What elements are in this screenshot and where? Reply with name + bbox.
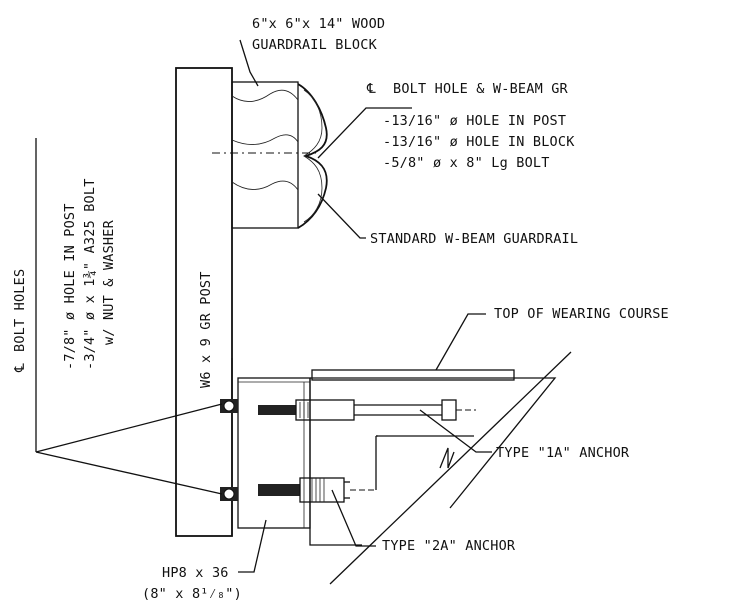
label-nut-washer: w/ NUT & WASHER [101, 219, 117, 345]
leader-cl-bolt-hole [317, 107, 412, 159]
section-cut-line [329, 351, 572, 585]
leader-w-beam [317, 193, 366, 239]
label-hole-in-post: -13/16" ø HOLE IN POST [383, 113, 566, 129]
wood-guardrail-block [231, 81, 299, 229]
label-type-1a-anchor: TYPE "1A" ANCHOR [496, 445, 630, 461]
w-beam-guardrail [297, 83, 328, 229]
label-hp8-line2: (8" x 8¹⁄₈") [142, 586, 242, 602]
label-hp8-line1: HP8 x 36 [162, 565, 229, 581]
label-cl-bolt-hole: BOLT HOLE & W-BEAM GR [393, 81, 569, 97]
leader-wood-block [239, 39, 259, 87]
gr-post [175, 67, 233, 537]
leader-hp8 [238, 519, 267, 573]
label-wearing-course: TOP OF WEARING COURSE [494, 306, 669, 322]
label-cl-bolt-holes: BOLT HOLES [12, 269, 28, 352]
leader-type-1a [419, 409, 492, 453]
label-wood-block-line1: 6"x 6"x 14" WOOD [252, 16, 385, 32]
wearing-course [311, 369, 515, 381]
label-a325-bolt: -3/4" ø x 1¾" A325 BOLT [82, 178, 98, 370]
leader-wearing-course [435, 313, 486, 371]
deck-slab [309, 377, 557, 546]
type-2a-anchor-assembly [258, 477, 376, 503]
label-bolt: -5/8" ø x 8" Lg BOLT [383, 155, 550, 171]
label-standard-w-beam: STANDARD W-BEAM GUARDRAIL [370, 231, 578, 247]
leader-cl-bolt-holes-lower [35, 451, 223, 495]
post-bolt-lower [220, 487, 238, 501]
label-hole-in-post-left: -7/8" ø HOLE IN POST [62, 203, 78, 370]
label-type-2a-anchor: TYPE "2A" ANCHOR [382, 538, 516, 554]
label-cl-symbol-1: ℄ [366, 81, 376, 97]
leader-cl-bolt-holes-upper [35, 403, 223, 453]
type-1a-anchor-assembly [258, 399, 476, 421]
label-cl-symbol-2: ℄ [12, 363, 28, 373]
leader-type-2a [331, 489, 376, 547]
label-hole-in-block: -13/16" ø HOLE IN BLOCK [383, 134, 575, 150]
post-bolt-upper [220, 399, 238, 413]
label-post-name: W6 x 9 GR POST [198, 271, 214, 388]
label-wood-block-line2: GUARDRAIL BLOCK [252, 37, 378, 53]
